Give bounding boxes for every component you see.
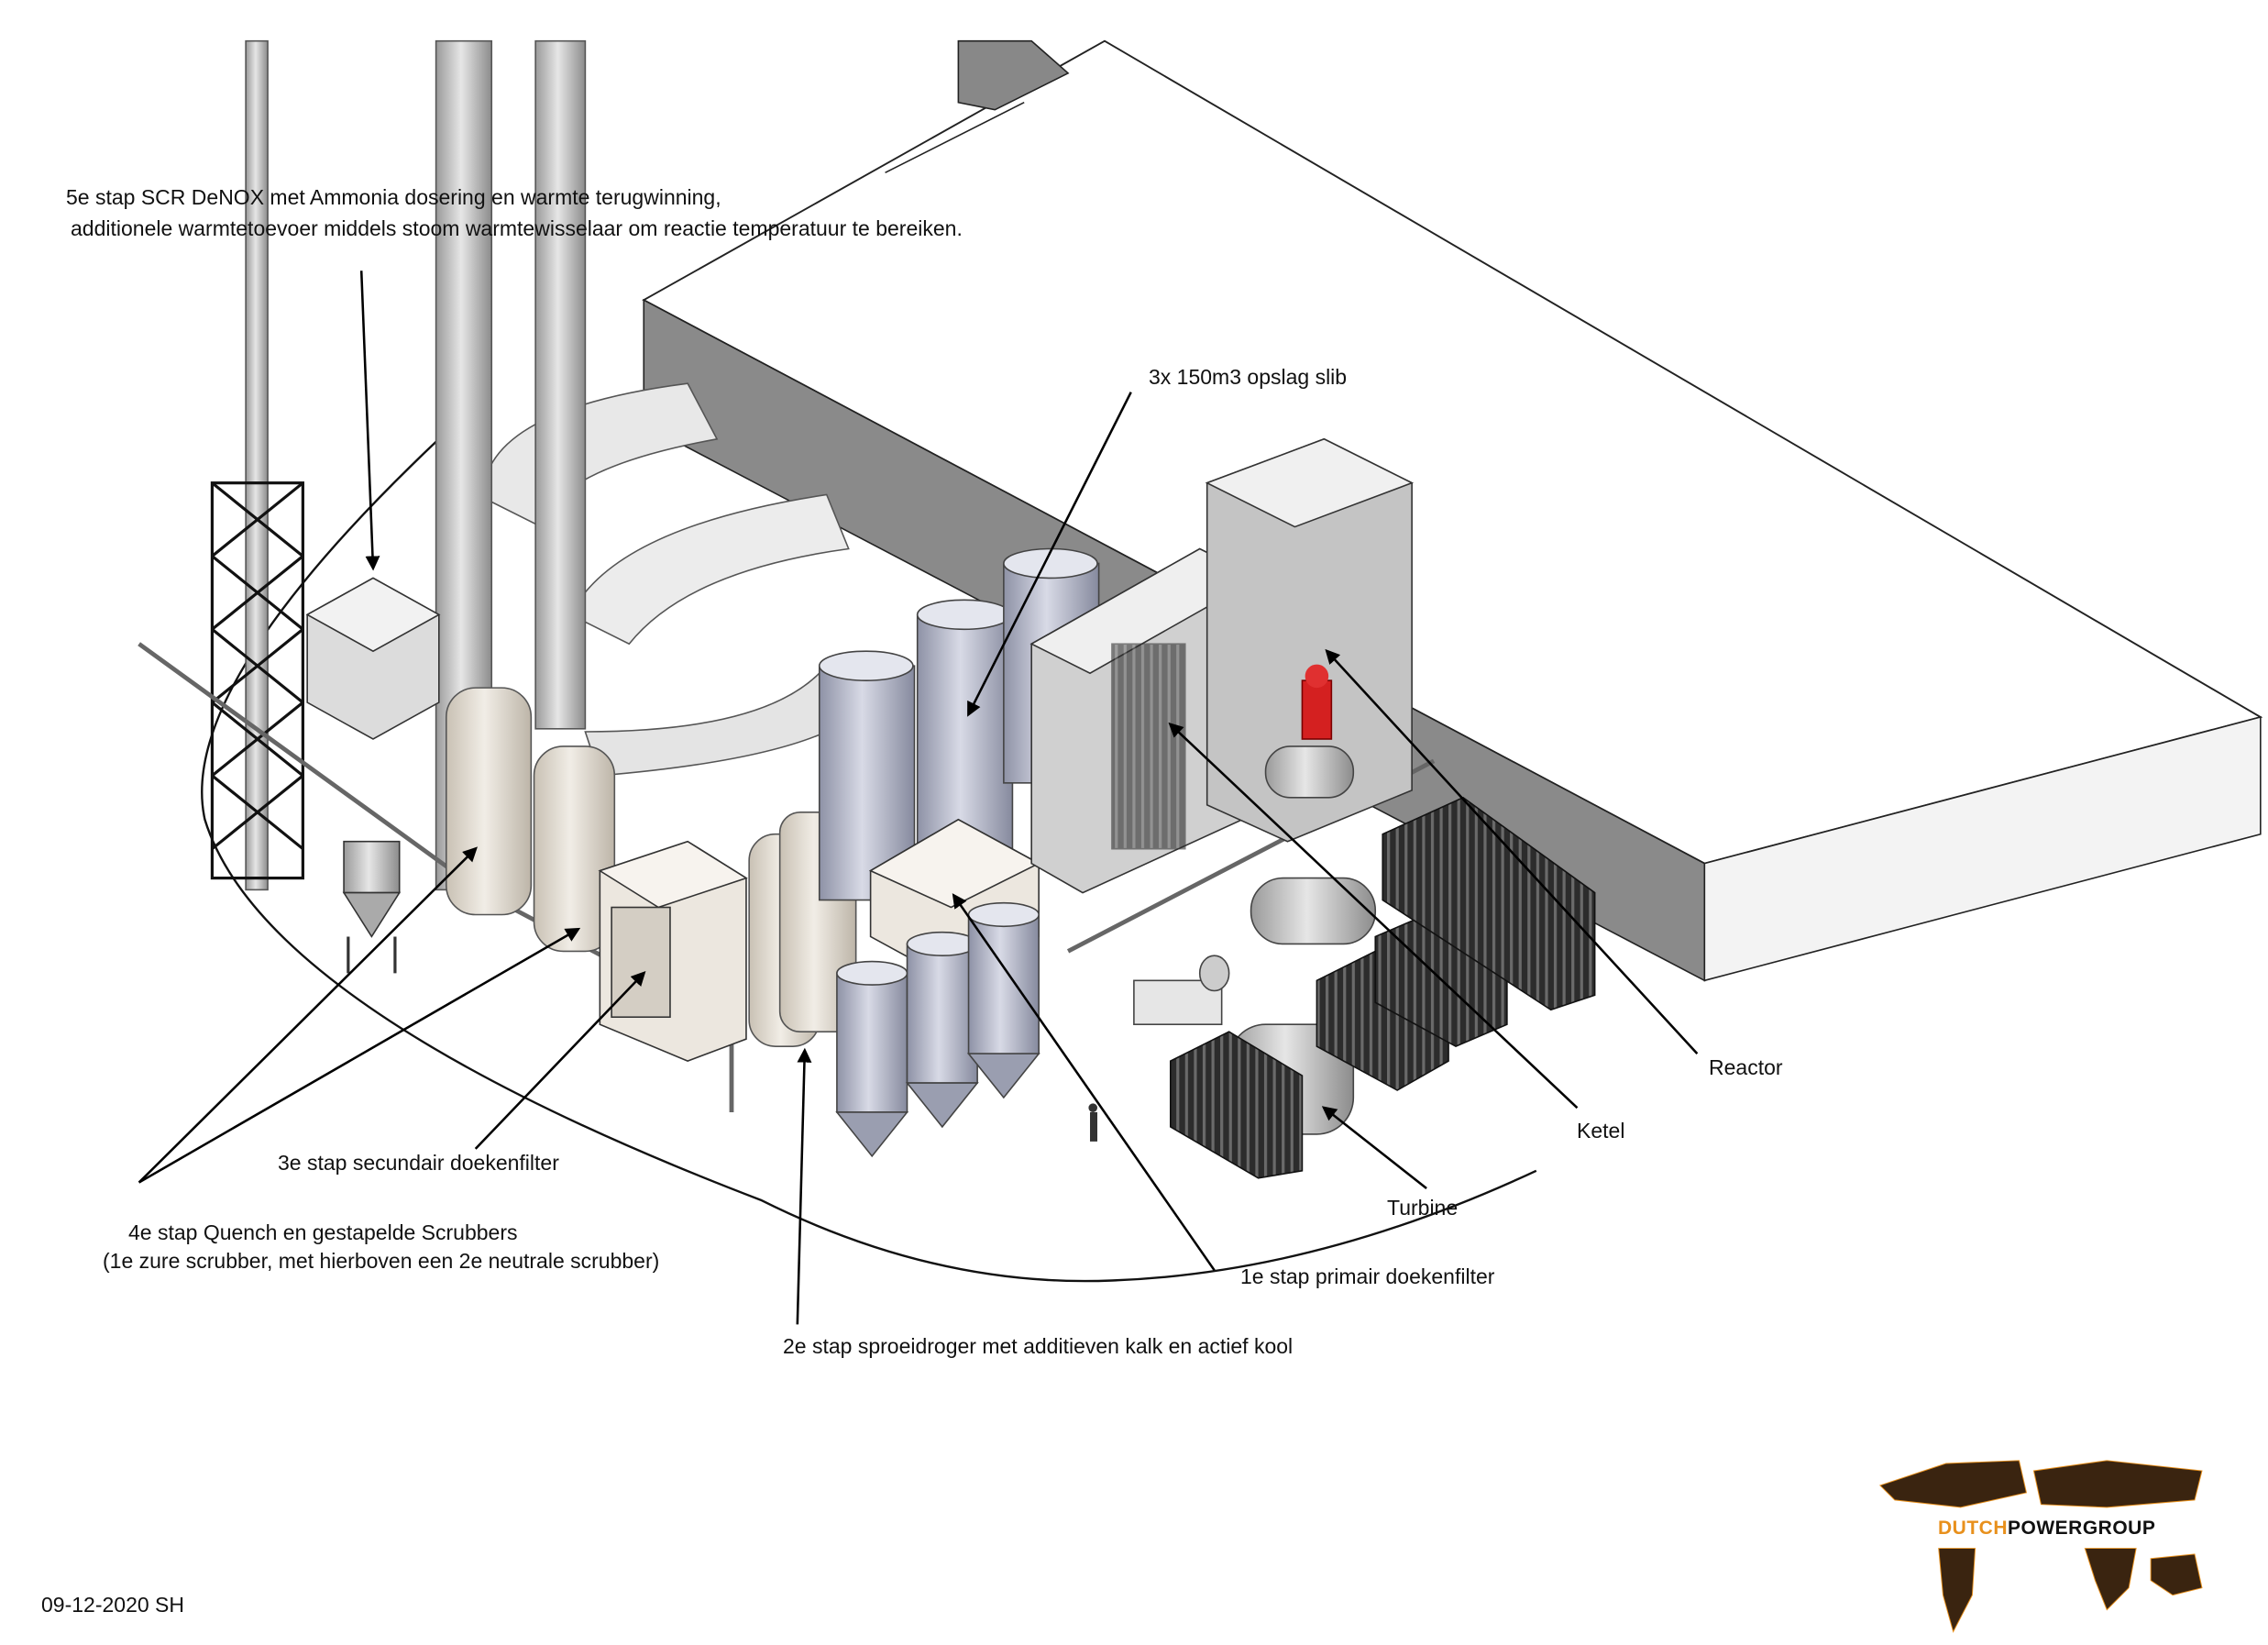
label-step4-line2: (1e zure scrubber, met hierboven een 2e … — [103, 1249, 660, 1273]
boiler-structure — [1029, 437, 1415, 894]
label-step5-line2: additionele warmtetoevoer middels stoom … — [71, 216, 963, 240]
label-step2: 2e stap sproeidroger met additieven kalk… — [783, 1334, 1294, 1358]
annotation-arrows — [138, 270, 1699, 1325]
logo-text: DUTCHPOWERGROUP — [1934, 1518, 2160, 1540]
arrow-storage — [967, 392, 1132, 717]
label-storage: 3x 150m3 opslag slib — [1149, 365, 1348, 389]
logo-text-powergroup: POWERGROUP — [2008, 1518, 2156, 1539]
label-ketel: Ketel — [1577, 1119, 1625, 1143]
label-step5-line1: 5e stap SCR DeNOX met Ammonia dosering e… — [66, 185, 721, 209]
scr-denox-unit — [305, 577, 441, 740]
footer-date: 09-12-2020 SH — [41, 1593, 184, 1617]
dutchpowergroup-logo-map — [1878, 1460, 2203, 1633]
logo-text-dutch: DUTCH — [1938, 1518, 2008, 1539]
additive-silos — [835, 901, 1040, 1158]
arrow-step1 — [952, 893, 1216, 1272]
arrow-step5 — [359, 270, 380, 571]
arrow-reactor — [1325, 648, 1699, 1054]
scrubbers — [445, 687, 616, 953]
label-turbine: Turbine — [1387, 1196, 1459, 1220]
arrow-step4b — [138, 927, 581, 1184]
containers — [1170, 796, 1596, 1179]
arrow-turbine — [1321, 1106, 1427, 1189]
arrow-ketel — [1168, 722, 1579, 1110]
arrow-step2 — [796, 1047, 812, 1325]
person-figure — [1088, 1103, 1097, 1142]
arrow-step3 — [474, 971, 646, 1150]
label-reactor: Reactor — [1709, 1055, 1783, 1079]
silo-large-2 — [916, 599, 1014, 850]
lattice-tower — [210, 481, 304, 880]
steam-tank — [1250, 745, 1377, 945]
label-step1: 1e stap primair doekenfilter — [1240, 1264, 1495, 1288]
small-hopper — [342, 840, 402, 974]
arrow-step4a — [138, 846, 478, 1184]
label-step3: 3e stap secundair doekenfilter — [278, 1151, 559, 1175]
label-step4-line1: 4e stap Quench en gestapelde Scrubbers — [128, 1220, 518, 1244]
reactor — [1301, 664, 1333, 740]
secondary-bag-filter — [598, 840, 748, 1062]
